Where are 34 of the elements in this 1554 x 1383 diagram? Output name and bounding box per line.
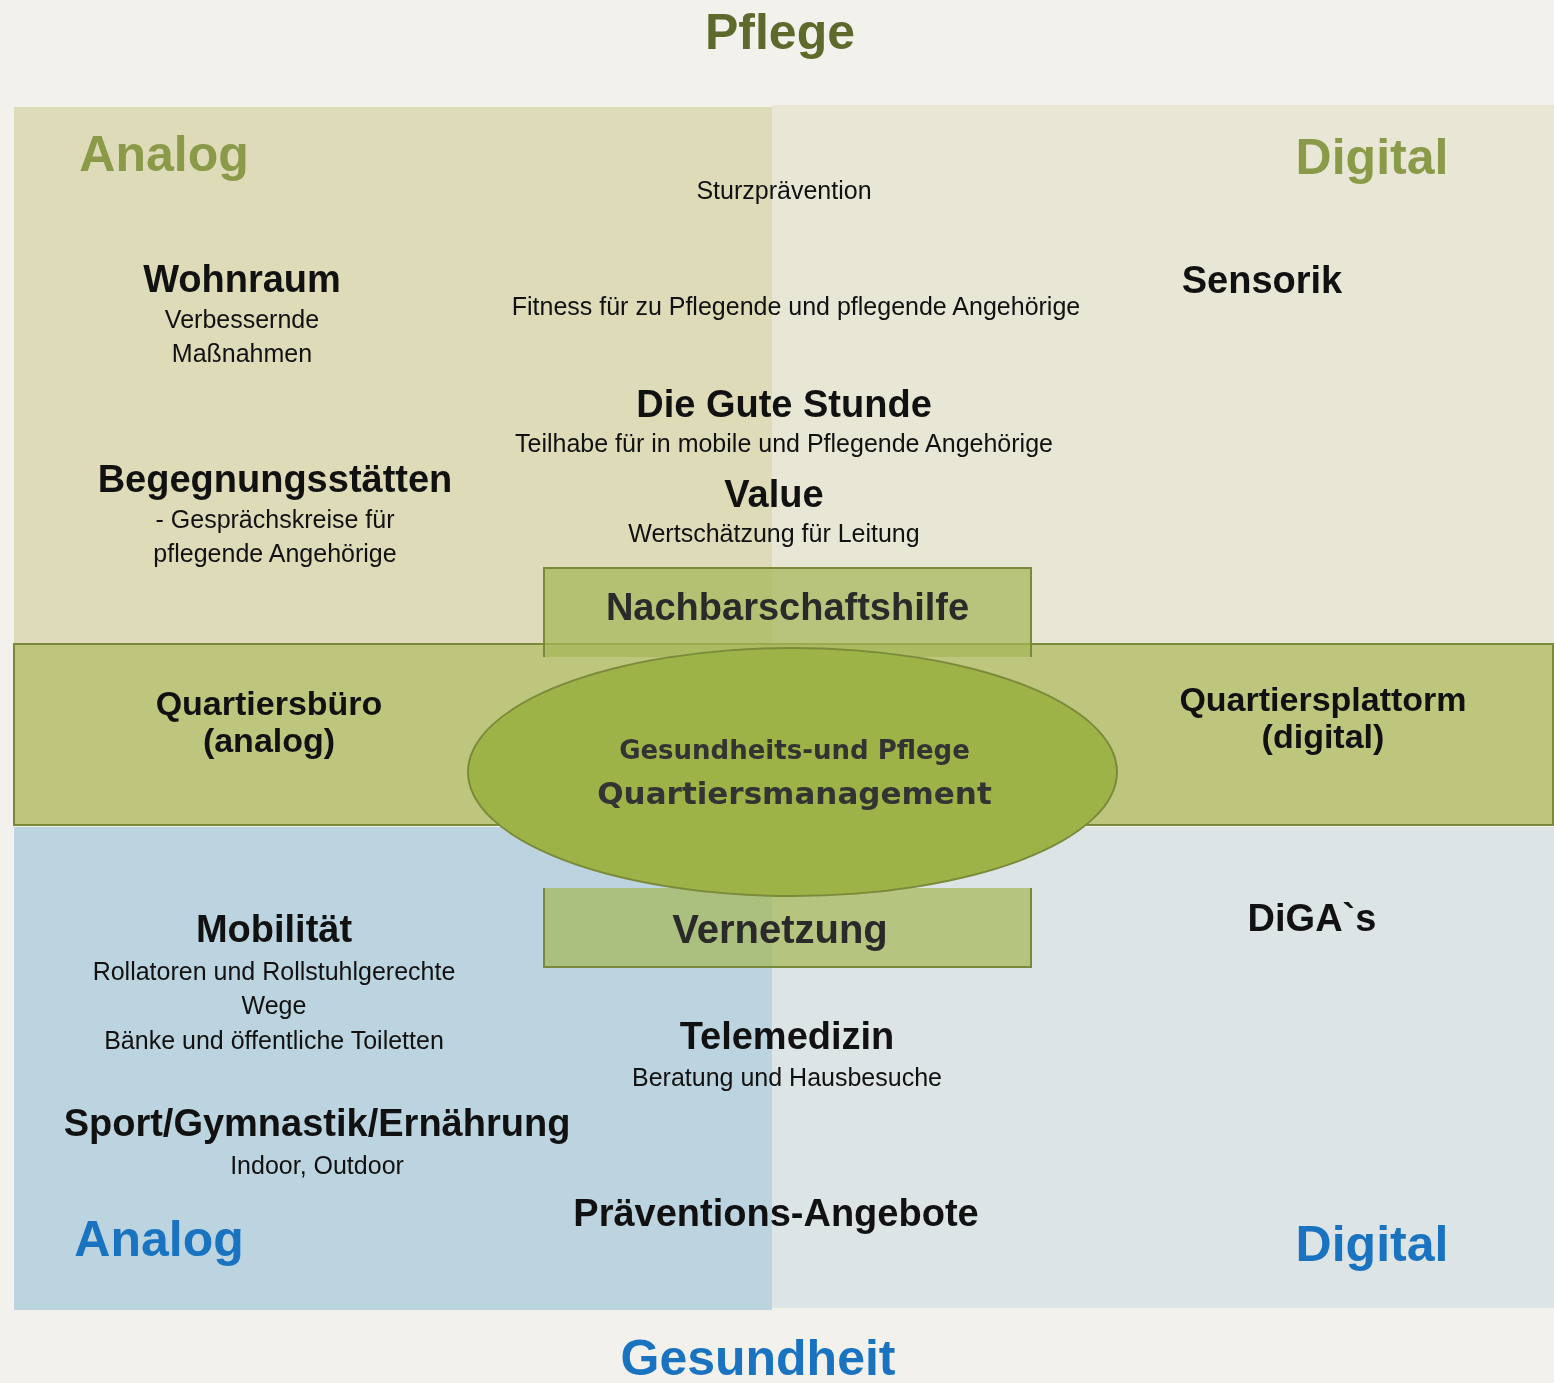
item-description: Verbessernde Maßnahmen: [163, 304, 321, 369]
item-title: Mobilität: [194, 907, 354, 952]
item-title: Value: [723, 472, 825, 517]
item-title: Begegnungsstätten: [96, 457, 454, 502]
item-title: DiGA`s: [1246, 896, 1378, 941]
item-description: Wertschätzung für Leitung: [627, 518, 921, 549]
panel-label: Quartiersbüro (analog): [154, 685, 384, 760]
panel-label: Nachbarschaftshilfe: [604, 587, 971, 629]
panel-label: Gesundheits-und Pflege: [618, 736, 971, 765]
item-description: Teilhabe für in mobile und Pflegende Angehörige: [514, 428, 1054, 459]
item-description: Indoor, Outdoor: [229, 1150, 405, 1181]
panel-label: Vernetzung: [671, 907, 889, 951]
quadrant-heading: Digital: [1294, 130, 1450, 185]
item-title: Wohnraum: [142, 257, 342, 302]
quadrant-heading: Digital: [1294, 1217, 1450, 1272]
item-description: Rollatoren und Rollstuhlgerechte Wege: [91, 956, 457, 1021]
item-description: - Gesprächskreise für pflegende Angehörige: [152, 504, 398, 569]
panel-label: Quartiersmanagement: [596, 776, 993, 811]
item-title: Sport/Gymnastik/Ernährung: [62, 1101, 572, 1146]
axis-title: Pflege: [703, 3, 857, 62]
item-title: Sensorik: [1180, 258, 1344, 303]
item-description: Sturzprävention: [695, 175, 873, 206]
item-title: Die Gute Stunde: [635, 382, 933, 427]
axis-title: Gesundheit: [619, 1329, 897, 1383]
item-description: Beratung und Hausbesuche: [631, 1062, 943, 1093]
item-title: Präventions-Angebote: [572, 1191, 980, 1236]
item-description: Fitness für zu Pflegende und pflegende Angehörige: [510, 291, 1082, 322]
center-panel: [543, 888, 1032, 968]
item-description: Bänke und öffentliche Toiletten: [103, 1025, 445, 1056]
center-panel: [543, 567, 1032, 657]
quadrant-heading: Analog: [78, 127, 250, 182]
panel-label: Quartiersplattorm (digital): [1178, 681, 1468, 756]
quadrant-heading: Analog: [73, 1212, 245, 1267]
item-title: Telemedizin: [678, 1014, 896, 1059]
